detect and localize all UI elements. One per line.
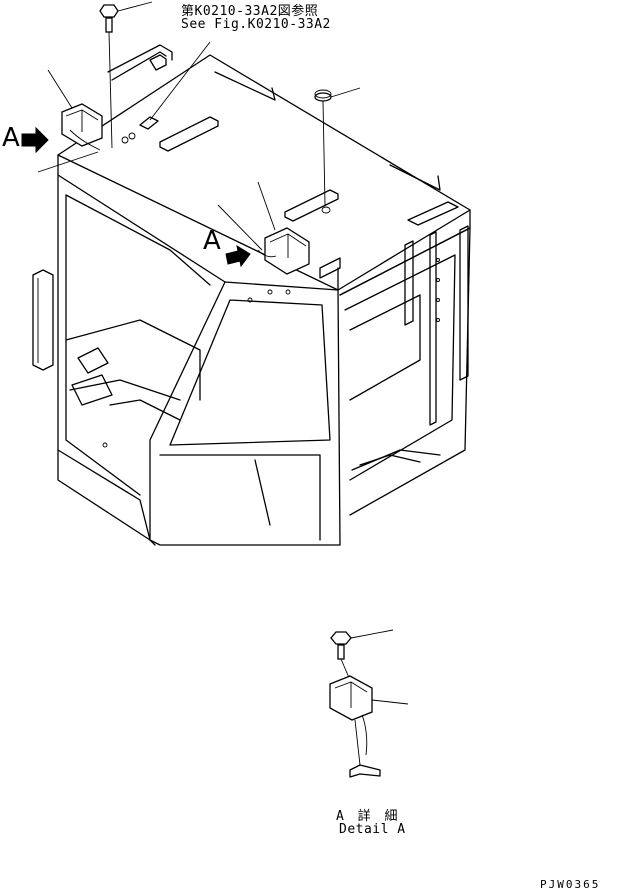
cab-left-side: [32, 174, 211, 546]
view-arrow-2: [225, 244, 251, 268]
reference-label-jp: 第K0210-33A2図参照: [181, 4, 319, 19]
reference-label-en: See Fig.K0210-33A2: [181, 17, 331, 32]
top-bolt: [99, 1, 153, 149]
harness-callout: [121, 41, 211, 144]
leader-lines: [37, 69, 276, 251]
roof-brackets: [159, 116, 459, 279]
detail-label-jp: A 詳 細: [336, 809, 401, 824]
rear-handrail: [107, 44, 173, 81]
view-label-a-front: A: [203, 226, 221, 256]
figure-code: PJW0365: [540, 878, 601, 891]
view-label-a-left: A: [2, 123, 20, 153]
view-arrow-1: [21, 126, 49, 154]
detail-a-drawing: [329, 629, 409, 778]
lamp-front: [257, 227, 310, 275]
cab-interior: [65, 319, 201, 448]
detail-label-en: Detail A: [339, 822, 406, 837]
grommet: [314, 87, 361, 214]
lamp-left: [61, 103, 103, 151]
cab-roof: [57, 54, 471, 296]
cab-front: [149, 281, 341, 546]
right-roof-rail: [214, 71, 441, 191]
cab-right-side: [339, 225, 471, 516]
